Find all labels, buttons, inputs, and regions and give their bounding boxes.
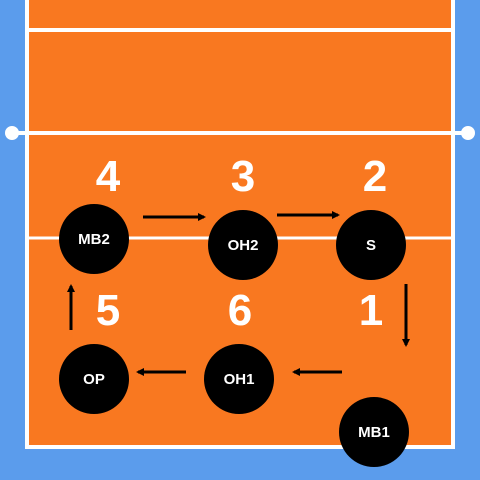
player-oh2: OH2 xyxy=(208,210,278,280)
position-number-6: 6 xyxy=(227,286,253,335)
player-label: S xyxy=(365,236,376,254)
player-oh1: OH1 xyxy=(204,344,274,414)
player-label: MB1 xyxy=(358,423,390,441)
player-s: S xyxy=(336,210,406,280)
position-number-2: 2 xyxy=(362,152,388,201)
net-post-left xyxy=(5,126,19,140)
player-label: OH1 xyxy=(223,370,255,388)
player-mb2: MB2 xyxy=(59,204,129,274)
position-number-1: 1 xyxy=(358,286,384,335)
position-number-4: 4 xyxy=(95,152,121,201)
net-post-right xyxy=(461,126,475,140)
position-number-3: 3 xyxy=(230,152,256,201)
player-label: MB2 xyxy=(78,230,110,248)
player-mb1: MB1 xyxy=(339,397,409,467)
player-op: OP xyxy=(59,344,129,414)
position-number-5: 5 xyxy=(95,286,121,335)
player-label: OH2 xyxy=(227,236,259,254)
player-label: OP xyxy=(83,370,105,388)
